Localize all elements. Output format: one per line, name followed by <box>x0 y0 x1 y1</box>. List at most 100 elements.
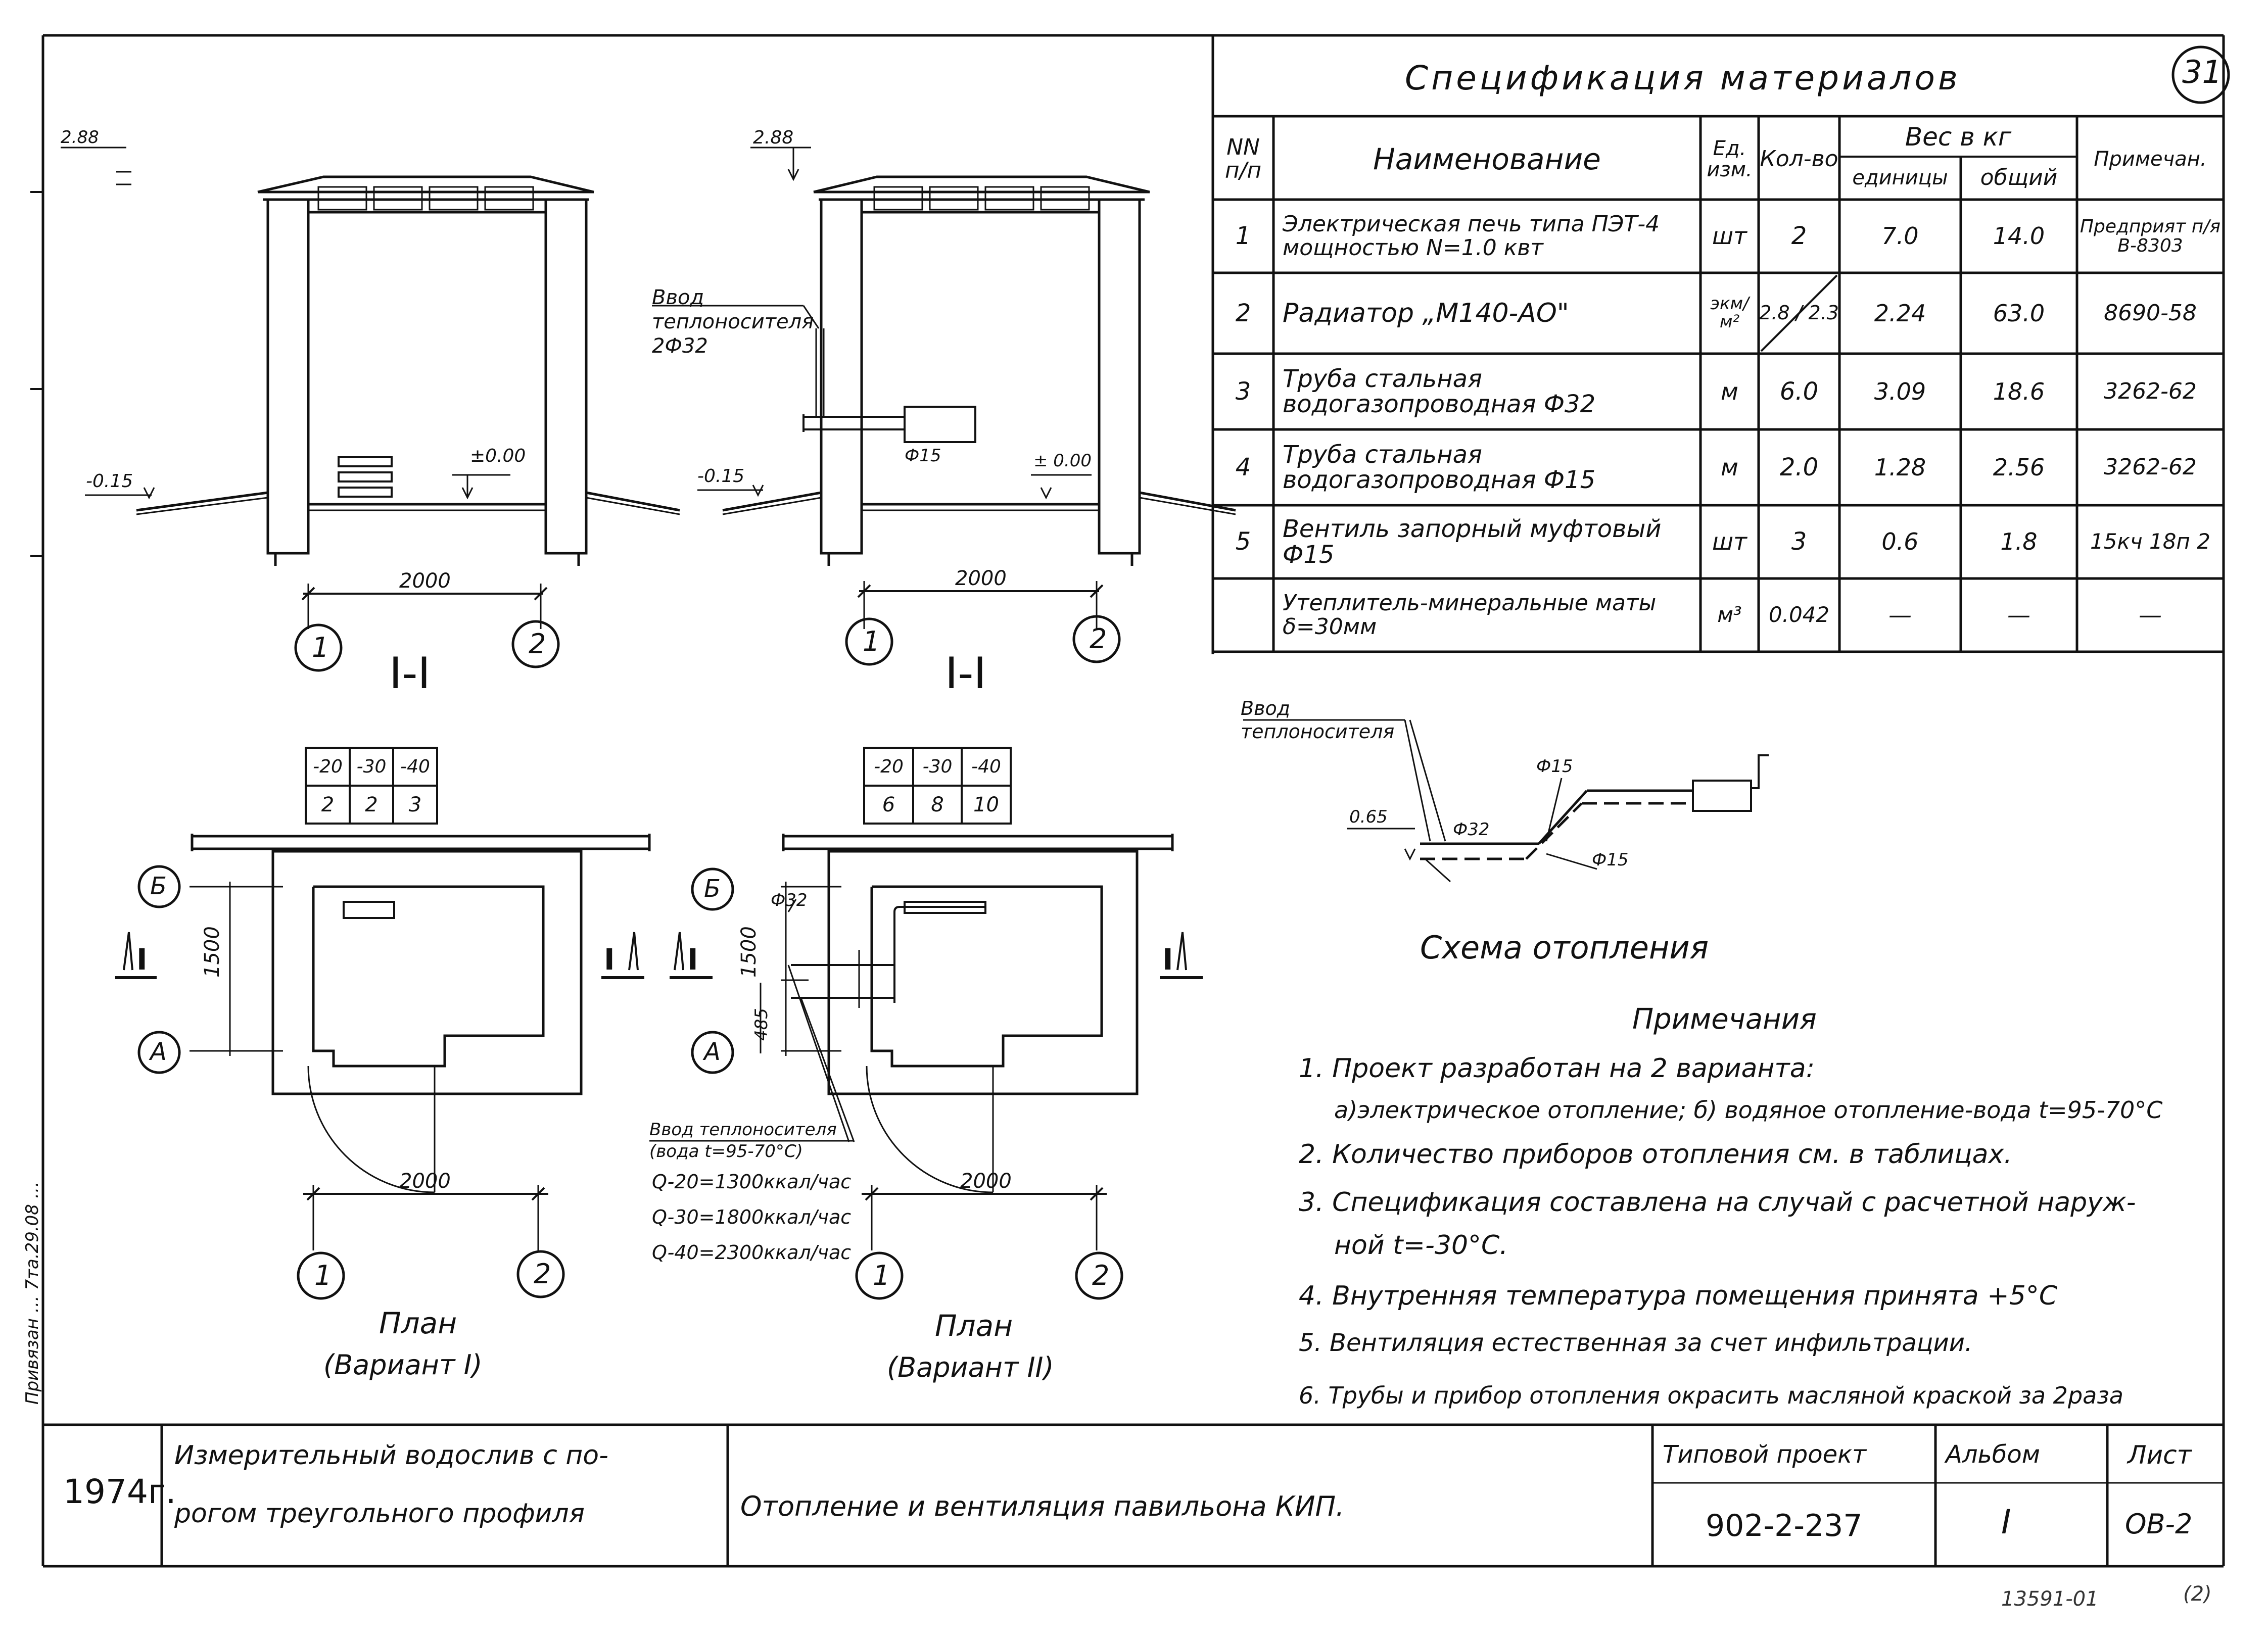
spec-cell-w1: — <box>1888 601 1912 629</box>
plan-right-drawing <box>649 834 1203 1300</box>
spec-cell-w2: — <box>2007 601 2030 629</box>
spec-cell-w1: 1.28 <box>1874 453 1926 481</box>
plan-left-dim-h: 2000 <box>399 1170 451 1193</box>
spec-cell-w2: 18.6 <box>1993 377 2045 405</box>
plan-right-axis-a: А <box>704 1038 721 1066</box>
left-dim-2000: 2000 <box>399 569 451 593</box>
plan-right-axis-1: 1 <box>873 1260 890 1291</box>
title-sheet-title: Отопление и вентиляция павильона КИП. <box>740 1490 1345 1522</box>
note-line-1b: а)электрическое отопление; б) водяное от… <box>1334 1096 2163 1124</box>
note-line-4: 4. Внутренняя температура помещения прин… <box>1299 1281 2058 1311</box>
spec-cell-w2: 1.8 <box>2000 528 2038 556</box>
title-list-num: ОВ-2 <box>2125 1508 2193 1540</box>
note-line-5: 5. Вентиляция естественная за счет инфил… <box>1299 1329 1973 1357</box>
title-project-num: 902-2-237 <box>1706 1508 1863 1543</box>
plan-left-cut-r: I <box>604 942 615 977</box>
spec-title: Спецификация материалов <box>1405 59 1961 98</box>
sheet-number: 31 <box>2182 54 2222 90</box>
temp-right-c2: 8 <box>931 793 944 816</box>
plan-left-subtitle: (Вариант I) <box>323 1349 483 1381</box>
left-axis-1: 1 <box>312 632 329 663</box>
spec-cell-num <box>1213 578 1273 652</box>
right-elev-ground: -0.15 <box>697 466 745 487</box>
spec-cell-name: Радиатор „М140-АО" <box>1283 298 1569 328</box>
spec-header-weight-unit: единицы <box>1852 166 1948 189</box>
title-project-label: Типовой проект <box>1663 1440 1867 1469</box>
temp-left-c3: 3 <box>408 793 422 816</box>
note-line-2: 2. Количество приборов отопления см. в т… <box>1299 1139 2012 1170</box>
notes-title: Примечания <box>1632 1003 1817 1036</box>
spec-header-weight-total: общий <box>1980 164 2058 190</box>
spec-cell-note: 3262-62 <box>2104 454 2197 480</box>
scheme-d15-lower: Ф15 <box>1592 850 1629 870</box>
temp-right-c3: 10 <box>973 793 999 816</box>
right-dim-2000: 2000 <box>955 567 1007 590</box>
temp-left-t1: -20 <box>313 756 343 778</box>
plan-left-axis-b: Б <box>150 872 167 900</box>
spec-cell-note: Предприят п/я В-8303 <box>2080 216 2221 256</box>
spec-cell-w1: 0.6 <box>1881 528 1919 556</box>
plan-right-axis-2: 2 <box>1092 1260 1110 1291</box>
spec-cell-name: Электрическая печь типа ПЭТ-4 мощностью … <box>1283 211 1660 261</box>
spec-cell-qty: 2.0 <box>1779 453 1819 481</box>
plan-right-dim-v: 1500 <box>737 926 761 978</box>
heating-scheme-drawing <box>1243 719 1769 883</box>
spec-cell-note: 15кч 18п 2 <box>2090 529 2210 554</box>
temp-left-c1: 2 <box>321 793 335 816</box>
spec-header-unit: Ед. изм. <box>1707 137 1753 181</box>
right-pipe-label: Ф15 <box>905 446 941 466</box>
spec-cell-qty: 6.0 <box>1779 377 1819 406</box>
temp-left-c2: 2 <box>365 793 378 816</box>
spec-cell-qty: 0.042 <box>1768 602 1830 628</box>
plan-right-cut-l: I <box>687 942 698 977</box>
title-year: 1974г. <box>63 1472 176 1511</box>
note-line-6: 6. Трубы и прибор отопления окрасить мас… <box>1299 1382 2123 1409</box>
spec-cell-unit: экм/м² <box>1710 294 1749 332</box>
section-left-drawing <box>61 147 680 672</box>
spec-header-name: Наименование <box>1373 141 1601 176</box>
spec-cell-note: 8690-58 <box>2104 300 2197 326</box>
temp-right-t2: -30 <box>922 756 953 778</box>
temp-right-c1: 6 <box>882 793 895 816</box>
spec-cell-unit: м <box>1721 377 1738 405</box>
spec-cell-w1: 7.0 <box>1881 222 1919 250</box>
plan-right-subtitle: (Вариант II) <box>887 1352 1054 1383</box>
spec-cell-note: 3262-62 <box>2104 378 2197 404</box>
plan-right-inlet: Ввод теплоносителя (вода t=95-70°C) <box>649 1120 837 1162</box>
spec-cell-qty: 2 <box>1791 222 1807 251</box>
scheme-d32: Ф32 <box>1453 819 1490 840</box>
note-line-3: 3. Спецификация составлена на случай с р… <box>1299 1187 2136 1218</box>
title-list-label: Лист <box>2128 1440 2192 1470</box>
spec-cell-w2: 63.0 <box>1993 299 2045 327</box>
spec-cell-num: 2 <box>1235 299 1251 327</box>
right-axis-2: 2 <box>1090 623 1107 655</box>
right-axis-1: 1 <box>863 625 880 657</box>
plan-right-dim-small: 485 <box>751 1008 772 1041</box>
title-object-line1: Измерительный водослив с по- <box>174 1440 608 1471</box>
spec-cell-name: Вентиль запорный муфтовый Ф15 <box>1283 515 1662 569</box>
spec-cell-note: — <box>2139 601 2162 629</box>
footer-page: (2) <box>2183 1582 2212 1606</box>
title-object-line2: рогом треугольного профиля <box>174 1499 585 1529</box>
temp-left-t2: -30 <box>356 756 387 778</box>
note-line-1: 1. Проект разработан на 2 варианта: <box>1299 1053 1815 1084</box>
sheet-number-circle <box>2171 45 2230 104</box>
plan-right-axis-b: Б <box>704 875 721 903</box>
spec-cell-name: Труба стальная водогазопроводная Ф32 <box>1283 364 1596 418</box>
temp-left-t3: -40 <box>400 756 430 778</box>
spec-cell-unit: м³ <box>1717 602 1742 628</box>
spec-cell-num: 5 <box>1235 527 1251 556</box>
plan-left-cut-l: I <box>136 942 148 977</box>
right-elev-zero: ± 0.00 <box>1033 451 1092 471</box>
plan-left-dim-v: 1500 <box>201 926 224 978</box>
spec-header-weight: Вес в кг <box>1905 122 2012 152</box>
spec-header-num: NN п/п <box>1224 134 1262 183</box>
plan-left-drawing <box>115 834 651 1300</box>
spec-cell-name: Труба стальная водогазопроводная Ф15 <box>1283 440 1596 494</box>
left-elev-ground: -0.15 <box>86 471 133 492</box>
plan-right-pipe-label: Ф32 <box>771 890 808 910</box>
spec-cell-qty: 2.8 / 2.3 <box>1759 302 1839 324</box>
scheme-inlet-label: Ввод теплоносителя <box>1241 697 1395 743</box>
right-section-title: I-I <box>945 648 986 699</box>
